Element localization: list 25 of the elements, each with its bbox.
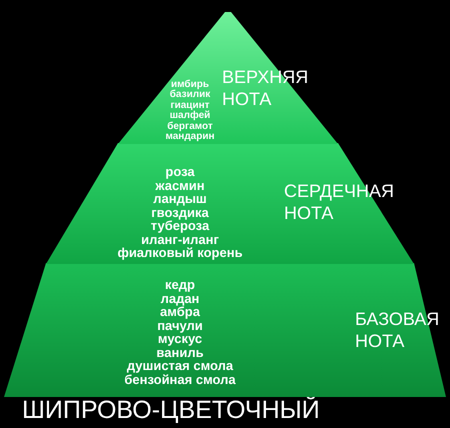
ingredient-text: гвоздика [151, 206, 209, 220]
ingredient-text: кедр [165, 278, 195, 292]
ingredient-text: бензойная смола [124, 372, 236, 386]
ingredient-text: бергамот [167, 122, 213, 132]
ingredient-text: гиацинт [170, 100, 210, 111]
pyramid-tier [118, 12, 338, 144]
pyramid-tier [46, 143, 414, 264]
ingredient-text: ландыш [153, 192, 207, 206]
ingredient-text: амбра [160, 305, 200, 319]
pyramid-tier [4, 263, 446, 397]
ingredient-text: мандарин [165, 132, 215, 142]
ingredient-text: иланг-иланг [141, 232, 219, 246]
ingredient-text: жасмин [155, 178, 205, 192]
ingredient-text: ладан [160, 292, 200, 306]
ingredient-text: душистая смола [126, 359, 234, 373]
ingredient-text: фиалковый корень [117, 246, 243, 260]
ingredient-text: ваниль [156, 346, 204, 360]
title: ШИПРОВО-ЦВЕТОЧНЫЙ [22, 396, 320, 425]
ingredient-text: тубероза [150, 219, 210, 233]
ingredient-text: шалфей [170, 111, 210, 122]
ingredient-text: базилик [170, 90, 210, 101]
ingredient-text: пачули [157, 318, 203, 332]
ingredient-text: имбирь [171, 80, 209, 90]
ingredient-text: мускус [158, 332, 202, 346]
ingredient-text: роза [165, 165, 195, 179]
